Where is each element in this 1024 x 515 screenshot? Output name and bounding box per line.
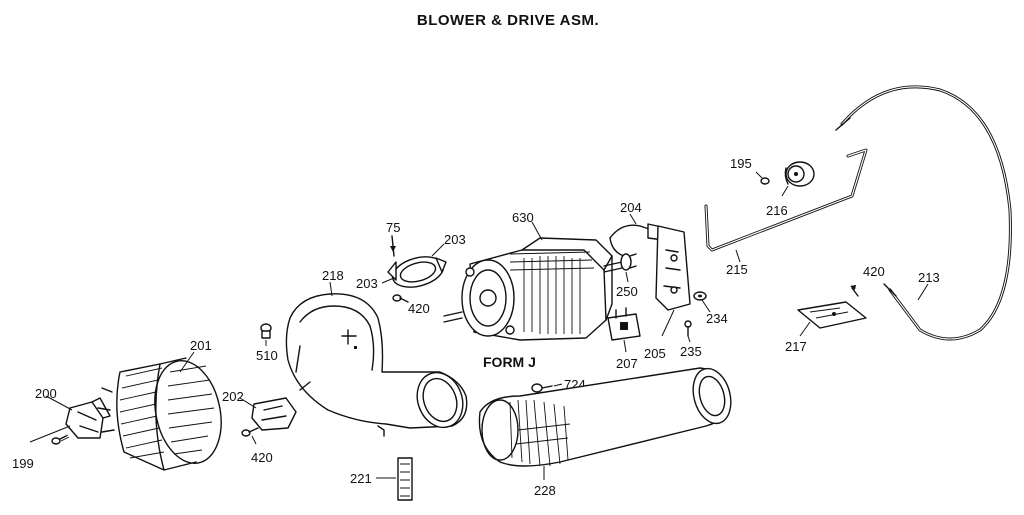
part-200-bracket (65, 397, 111, 439)
label-217: 217 (785, 339, 807, 354)
label-250: 250 (616, 284, 638, 299)
label-202: 202 (222, 389, 244, 404)
part-195-nut (760, 177, 770, 185)
label-195: 195 (730, 156, 752, 171)
label-228: 228 (534, 483, 556, 498)
part-218-blower-housing (285, 293, 468, 437)
label-630: 630 (512, 210, 534, 225)
diagram-title: BLOWER & DRIVE ASM. (417, 12, 599, 29)
label-420-lower: 420 (251, 450, 273, 465)
label-213: 213 (918, 270, 940, 285)
label-201: 201 (190, 338, 212, 353)
form-label: FORM J (483, 354, 536, 370)
label-510: 510 (256, 348, 278, 363)
part-235-screw (684, 320, 692, 337)
part-630-motor (443, 237, 623, 341)
part-215-idler-arm (704, 148, 868, 252)
label-203-lower: 203 (356, 276, 378, 291)
label-75: 75 (386, 220, 400, 235)
part-420-screw-lower (241, 427, 259, 437)
label-207: 207 (616, 356, 638, 371)
part-510-grommet (260, 323, 272, 339)
part-217-plate (797, 301, 867, 329)
part-234-washer (693, 291, 707, 301)
part-250-pulley (620, 253, 637, 271)
part-420-screw-mount (392, 294, 409, 303)
part-221-seal-strip (397, 457, 413, 501)
label-235: 235 (680, 344, 702, 359)
part-199-screw (51, 434, 70, 445)
label-234: 234 (706, 311, 728, 326)
label-215: 215 (726, 262, 748, 277)
part-207-switch (607, 307, 641, 341)
part-201-blower-wheel (97, 357, 222, 471)
part-75-screw (390, 235, 396, 257)
label-218: 218 (322, 268, 344, 283)
part-203-strap (387, 256, 447, 288)
part-420-screw-plate (850, 285, 859, 297)
label-420-mount: 420 (408, 301, 430, 316)
part-228-exhaust-duct (478, 367, 732, 467)
label-203-upper: 203 (444, 232, 466, 247)
label-221: 221 (350, 471, 372, 486)
label-199: 199 (12, 456, 34, 471)
label-204: 204 (620, 200, 642, 215)
label-420-plate: 420 (863, 264, 885, 279)
label-205: 205 (644, 346, 666, 361)
label-200: 200 (35, 386, 57, 401)
label-216: 216 (766, 203, 788, 218)
part-213-drive-belt (835, 85, 1012, 341)
part-724-grommet (531, 383, 553, 393)
part-205-bracket (655, 225, 691, 311)
part-216-idler-pulley (784, 161, 815, 187)
part-202-clip (251, 397, 297, 431)
